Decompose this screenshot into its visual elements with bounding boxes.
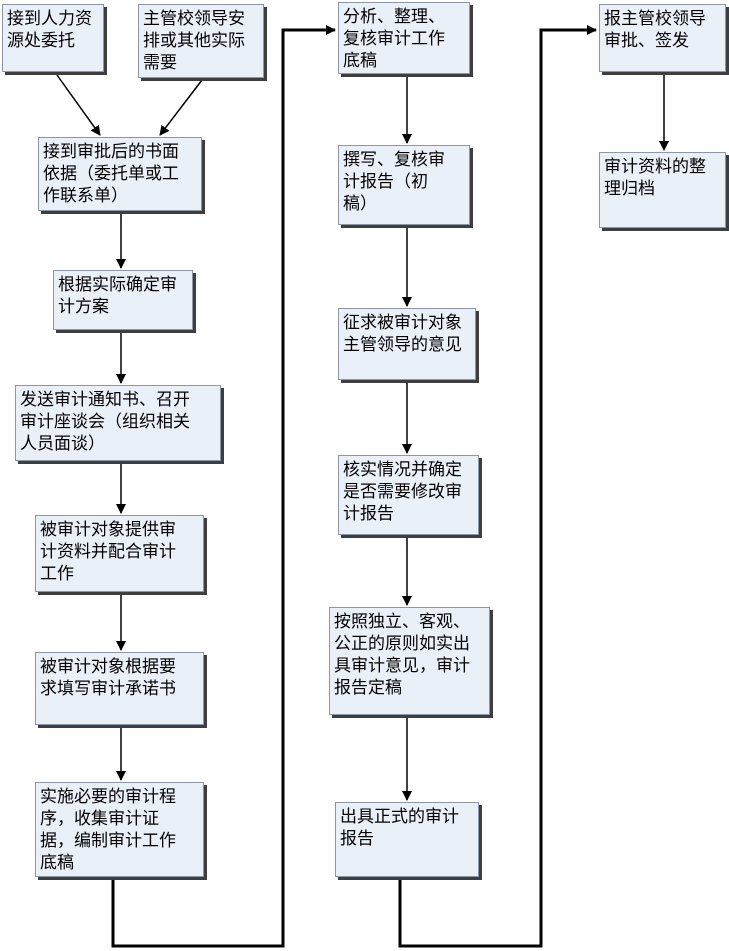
node-commitment: 被审计对象根据要 求填写审计承诺书 (35, 652, 204, 725)
connector-n14-n15 (398, 25, 597, 948)
node-leader-arrangement: 主管校领导安 排或其他实际 需要 (138, 4, 264, 78)
node-review-worksheets: 分析、整理、 复核审计工作 底稿 (338, 2, 470, 74)
node-draft-report: 撰写、复核审 计报告（初 稿） (338, 145, 470, 225)
node-solicit-opinion: 征求被审计对象 主管领导的意见 (338, 308, 476, 380)
node-audit-notice: 发送审计通知书、召开 审计座谈会（组织相关 人员面谈） (15, 385, 221, 461)
connector-n8-n9 (111, 25, 336, 948)
arrow-n1-n3 (56, 74, 101, 136)
arrow-n2-n3 (159, 79, 203, 136)
node-provide-materials: 被审计对象提供审 计资料并配合审计 工作 (35, 515, 204, 592)
node-archive: 审计资料的整 理归档 (599, 152, 726, 228)
node-verify-revise: 核实情况并确定 是否需要修改审 计报告 (338, 455, 479, 535)
node-audit-procedures: 实施必要的审计程 序，收集审计证 据，编制审计工作 底稿 (35, 782, 204, 877)
node-written-basis: 接到审批后的书面 依据（委托单或工 作联系单） (38, 137, 202, 211)
node-hr-commission: 接到人力资 源处委托 (2, 4, 104, 72)
node-formal-report: 出具正式的审计 报告 (335, 802, 479, 877)
node-audit-plan: 根据实际确定审 计方案 (53, 270, 193, 330)
node-finalize-report: 按照独立、客观、 公正的原则如实出 具审计意见，审计 报告定稿 (329, 607, 490, 715)
node-submit-approval: 报主管校领导 审批、签发 (599, 4, 726, 72)
